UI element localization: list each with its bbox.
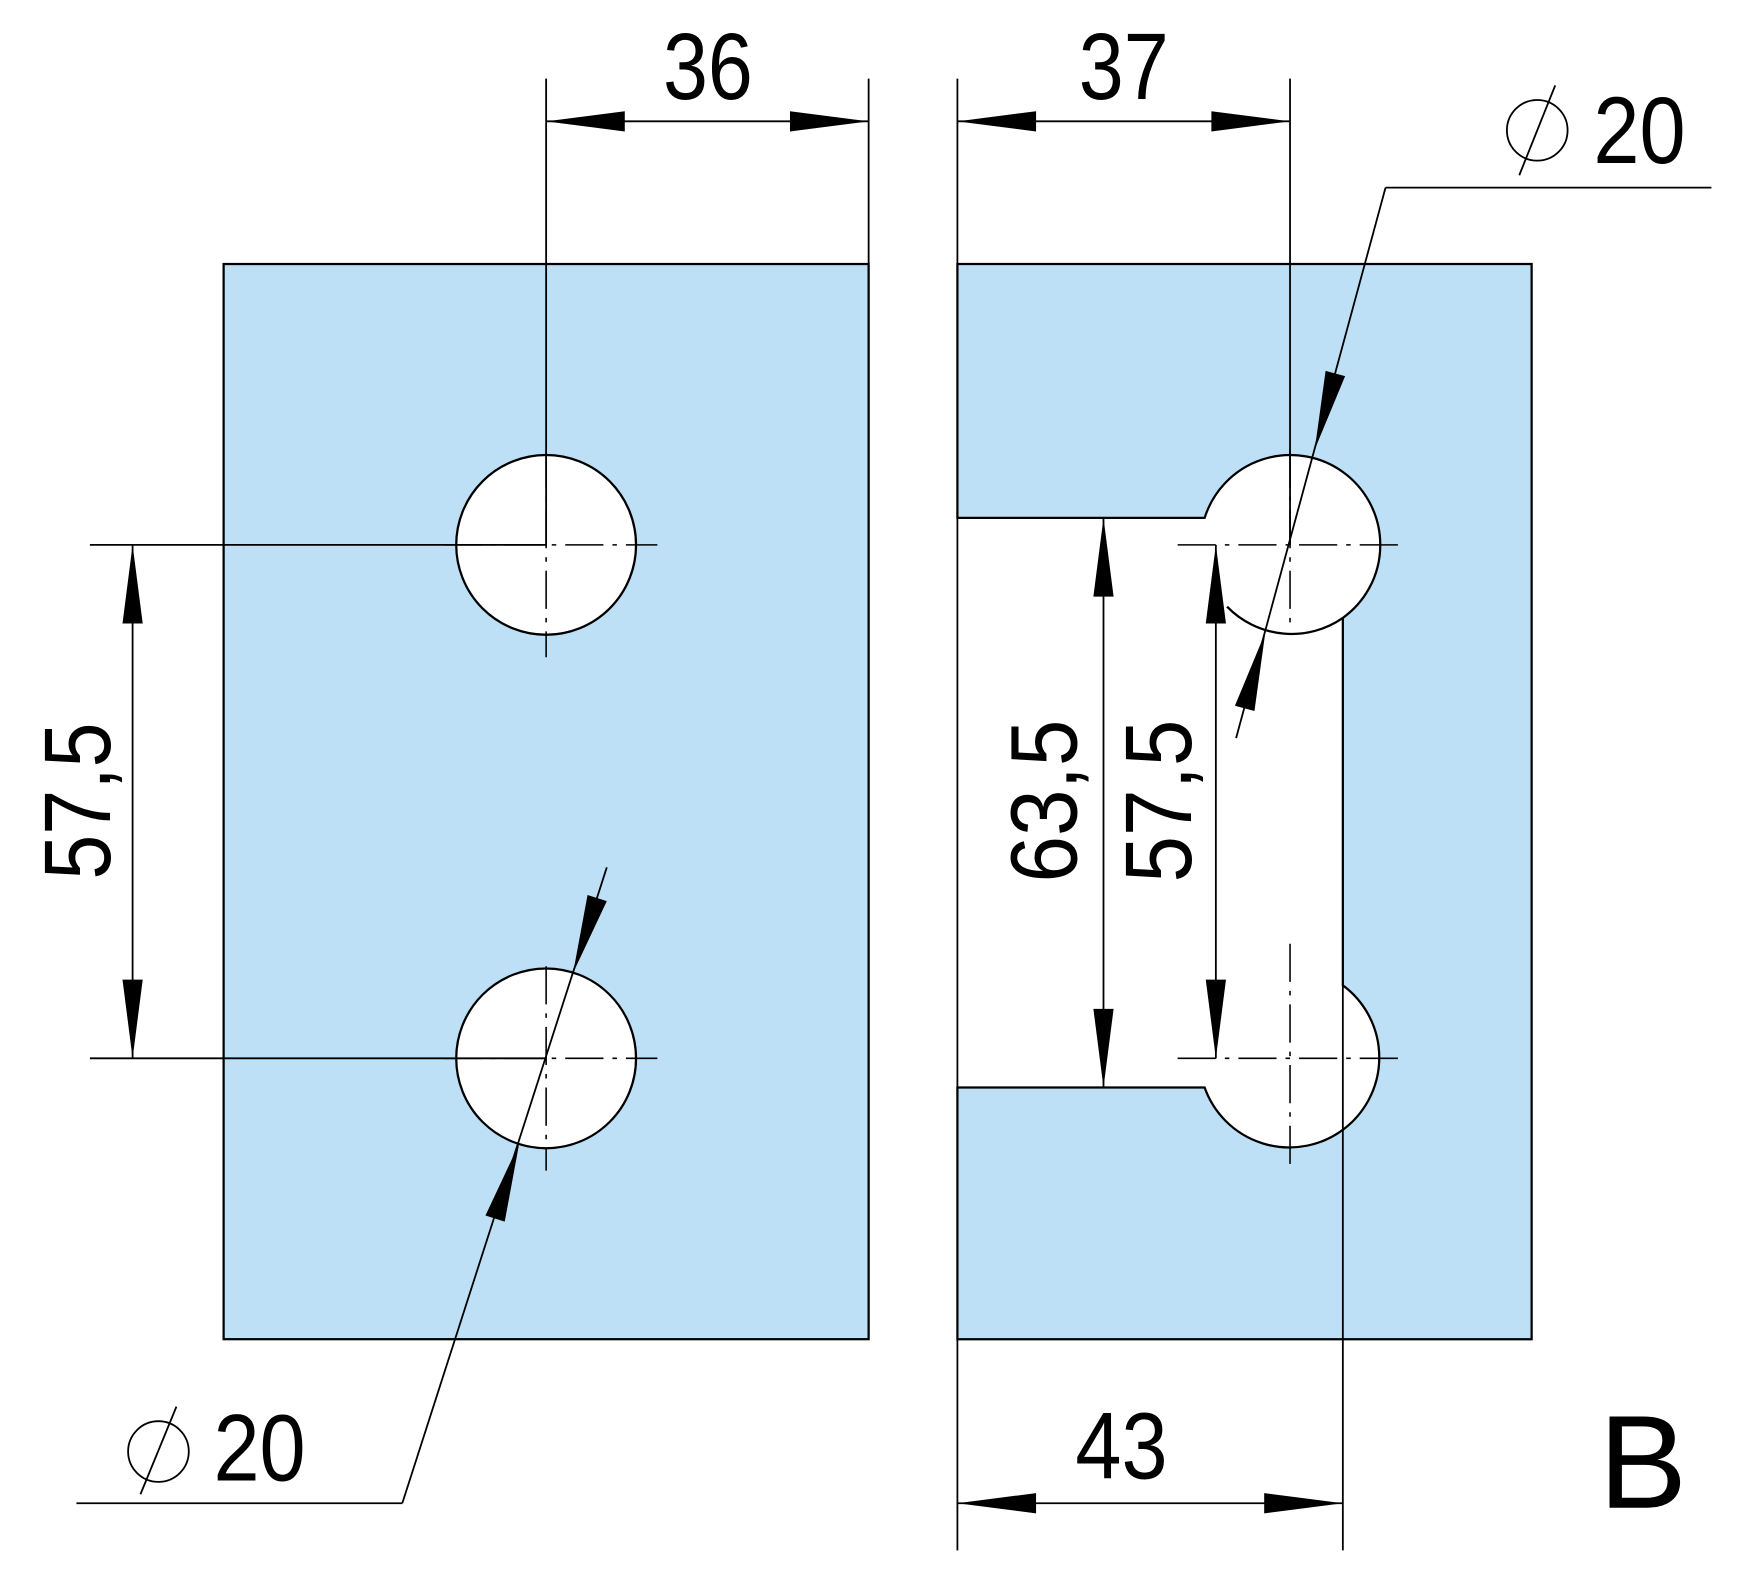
dim-37-label: 37 [1079,15,1169,120]
diameter-symbol-icon [1506,85,1569,176]
arrowhead [1205,544,1226,624]
arrowhead [122,979,143,1059]
arrowhead [1264,1493,1343,1514]
arrowhead [1093,517,1114,597]
dimension-arrows [122,111,1346,1514]
arrowhead [1205,979,1226,1059]
right-hole-diameter-label: 20 [1593,79,1685,184]
view-label: B [1599,1389,1687,1537]
dim-57-5-left-label: 57,5 [26,722,131,879]
left-hole-diameter-label: 20 [214,1397,306,1502]
arrowhead [122,544,143,624]
dim-43-label: 43 [1075,1395,1167,1500]
arrowhead [485,1143,520,1222]
arrowhead [789,111,869,132]
dim-36-label: 36 [663,15,753,120]
dimension-lines [76,78,1712,1551]
dim-63-5-label: 63,5 [993,720,1098,883]
diameter-symbol-icon [127,1406,190,1495]
arrowhead [573,894,607,973]
arrowhead [1093,1008,1114,1088]
arrowhead [957,111,1037,132]
arrowhead [1234,632,1266,712]
arrowhead [546,111,625,132]
dim-57-5-right-label: 57,5 [1107,720,1212,883]
arrowhead [1211,111,1291,132]
upper-hole-edge-arc [1226,605,1344,636]
arrowhead [1314,370,1346,450]
arrowhead [957,1493,1037,1514]
